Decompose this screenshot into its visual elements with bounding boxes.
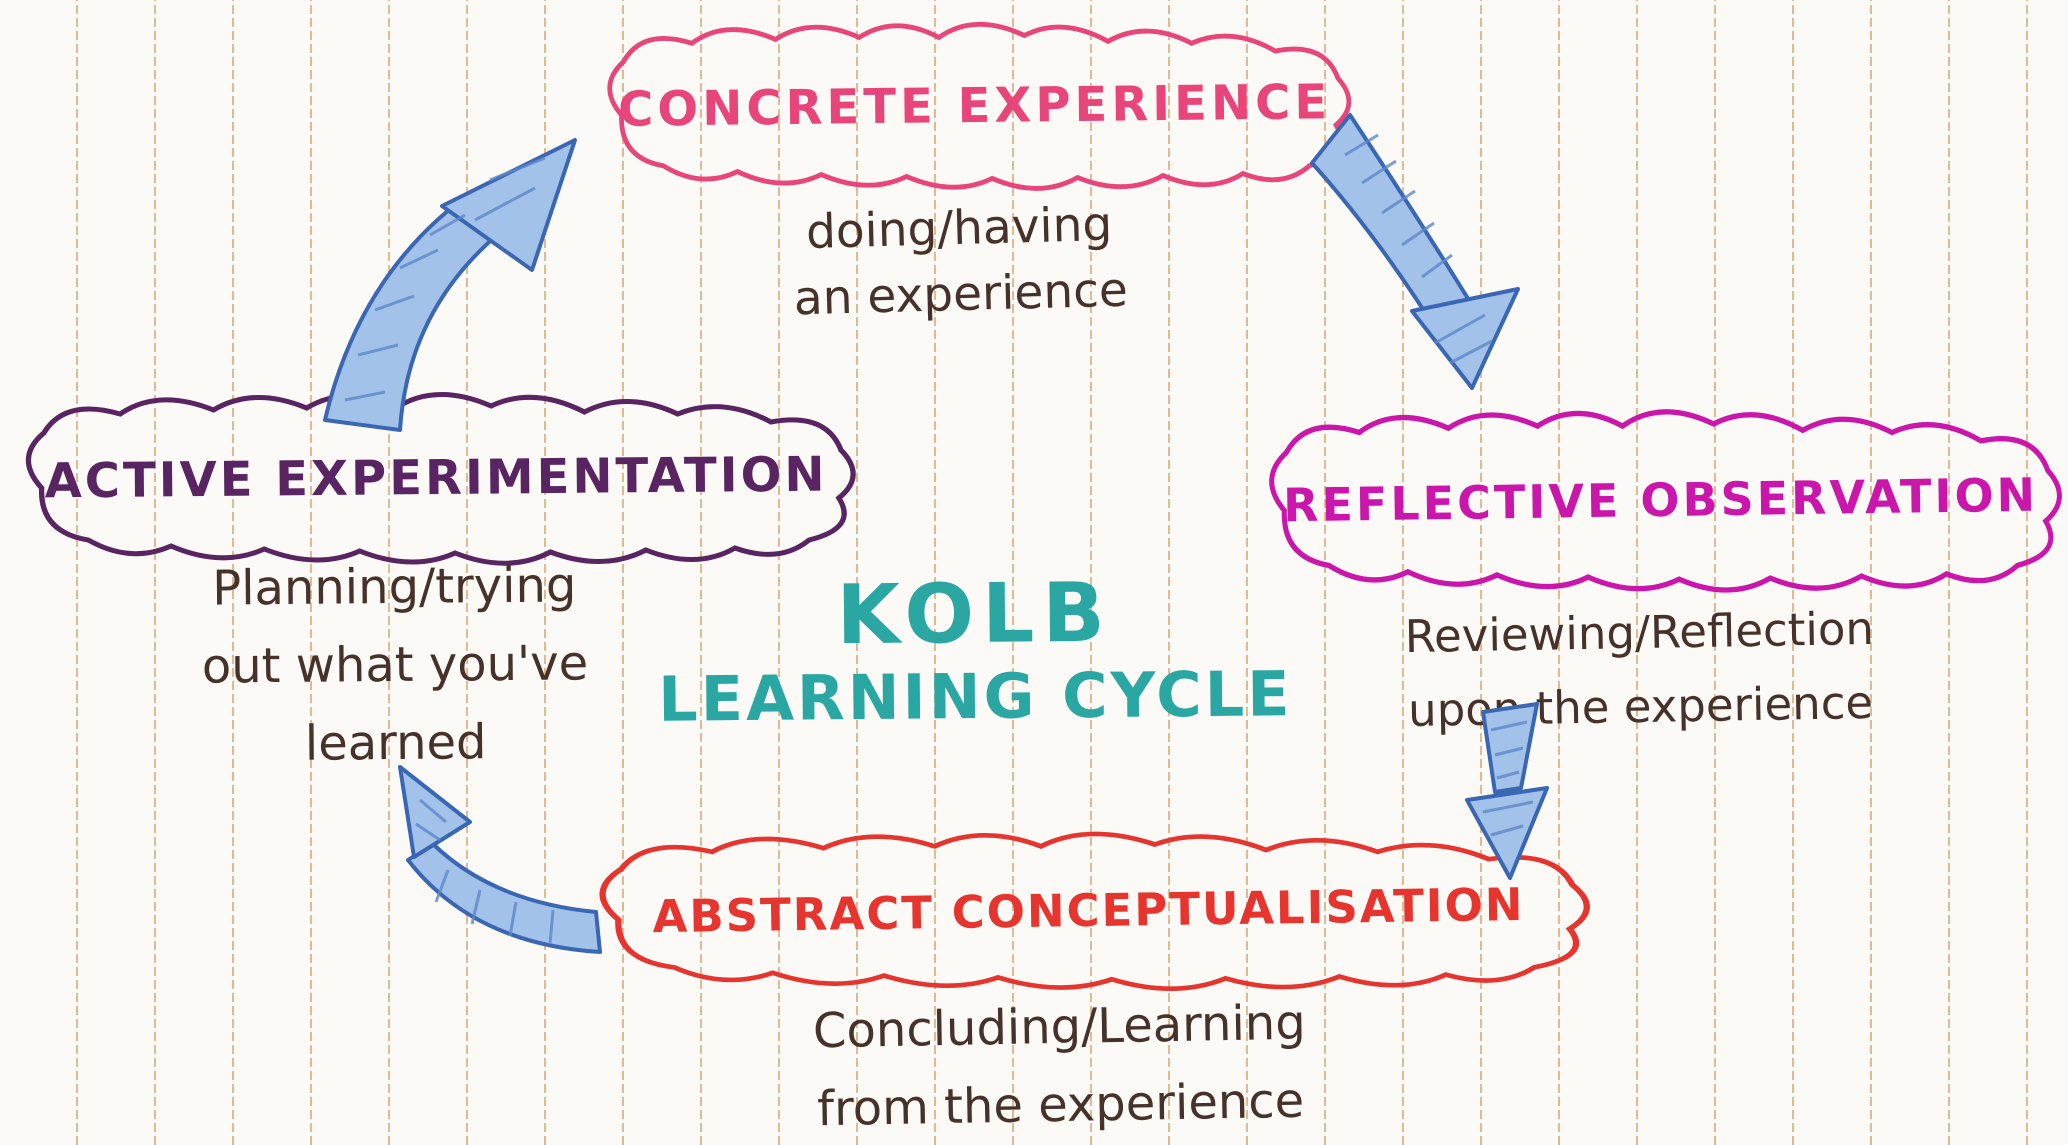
stage-label: REFLECTIVE OBSERVATION [1283, 467, 2039, 533]
diagram-title-line1: KOLB [836, 565, 1114, 664]
curved-up-arrow-icon [323, 138, 577, 432]
down-right-arrow-icon [1310, 113, 1520, 390]
cloud-outline [599, 831, 1590, 991]
diagram-title: KOLB LEARNING CYCLE [644, 565, 1305, 739]
stage-reflective-observation: REFLECTIVE OBSERVATION [1256, 405, 2066, 595]
arrow-reflective-to-abstract [1455, 700, 1565, 880]
stage-abstract-conceptualisation: ABSTRACT CONCEPTUALISATION [583, 828, 1595, 993]
stage-description-reflective: Reviewing/Reflection upon the experience [1404, 601, 1875, 738]
stage-description-concrete: doing/having an experience [793, 197, 1129, 327]
arrow-abstract-to-active [378, 752, 623, 957]
stage-description-active: Planning/trying out what you've learned [201, 557, 589, 772]
curved-up-left-arrow-icon [398, 765, 602, 954]
cloud-outline [25, 392, 856, 566]
stage-concrete-experience: CONCRETE EXPERIENCE [595, 18, 1355, 193]
stage-label: CONCRETE EXPERIENCE [618, 73, 1332, 138]
stage-label: ABSTRACT CONCEPTUALISATION [652, 877, 1526, 944]
cloud-outline [1269, 409, 2062, 593]
down-arrow-icon [1465, 702, 1549, 880]
diagram-title-line2: LEARNING CYCLE [657, 657, 1293, 736]
stage-description-abstract: Concluding/Learning from the experience [812, 994, 1307, 1138]
arrow-active-to-concrete [290, 100, 600, 435]
cloud-outline [607, 21, 1352, 191]
stage-active-experimentation: ACTIVE EXPERIMENTATION [12, 388, 860, 568]
arrow-concrete-to-reflective [1300, 93, 1530, 393]
